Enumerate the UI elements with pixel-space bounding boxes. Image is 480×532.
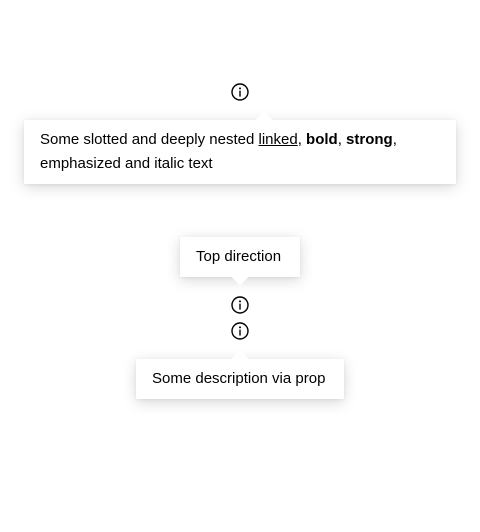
popover-description: Some description via prop <box>136 350 344 399</box>
popover-text-separator: , <box>392 131 397 148</box>
popover-strong-text: strong <box>346 131 393 148</box>
info-icon <box>231 83 249 101</box>
popover-content: Some slotted and deeply nested linked, b… <box>40 128 440 176</box>
info-button-2[interactable] <box>231 296 249 314</box>
popover-arrow <box>255 111 273 129</box>
popover-top-direction: Top direction <box>180 237 300 286</box>
popover-arrow <box>231 268 249 286</box>
popover-bold-text: bold <box>306 131 338 148</box>
popover-arrow <box>231 350 249 368</box>
info-icon <box>231 322 249 340</box>
info-button-3[interactable] <box>231 322 249 340</box>
popover-rich-text: Some slotted and deeply nested linked, b… <box>24 111 456 184</box>
info-button-1[interactable] <box>231 83 249 101</box>
popover-text: Top direction <box>196 248 282 265</box>
info-icon <box>231 296 249 314</box>
popover-text-prefix: Some slotted and deeply nested <box>40 131 259 148</box>
popover-text-line2: emphasized and italic text <box>40 155 213 172</box>
popover-text: Some description via prop <box>152 370 326 387</box>
popover-text-separator: , <box>337 131 347 148</box>
popover-link[interactable]: linked <box>258 131 298 148</box>
popover-text-separator: , <box>297 131 307 148</box>
